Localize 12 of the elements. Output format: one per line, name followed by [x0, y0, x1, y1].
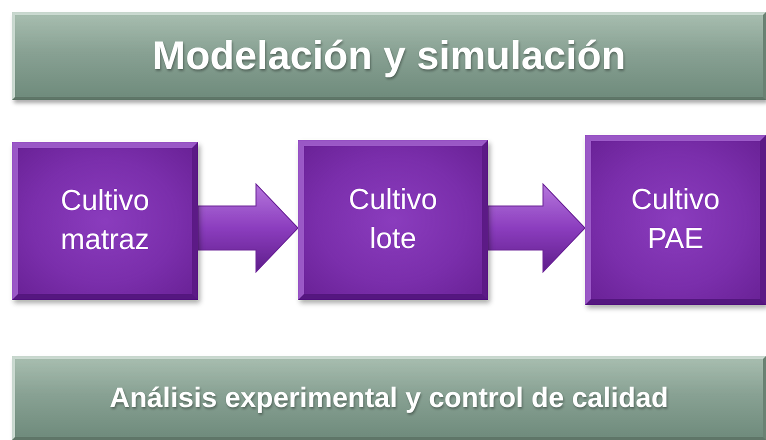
banner-bar: [12, 356, 766, 440]
process-box: [585, 135, 766, 305]
block-arrow: [488, 182, 586, 274]
banner-title: Análisis experimental y control de calidad: [110, 382, 668, 414]
box-label: Cultivo matraz: [60, 184, 150, 258]
box-label: Cultivo PAE: [630, 183, 721, 258]
process-box: [298, 140, 488, 300]
box-label: Cultivo lote: [348, 182, 438, 257]
process-box: [12, 142, 198, 300]
block-arrow: [198, 182, 299, 274]
banner-bar: [12, 12, 766, 100]
banner-title: Modelación y simulación: [152, 34, 626, 78]
